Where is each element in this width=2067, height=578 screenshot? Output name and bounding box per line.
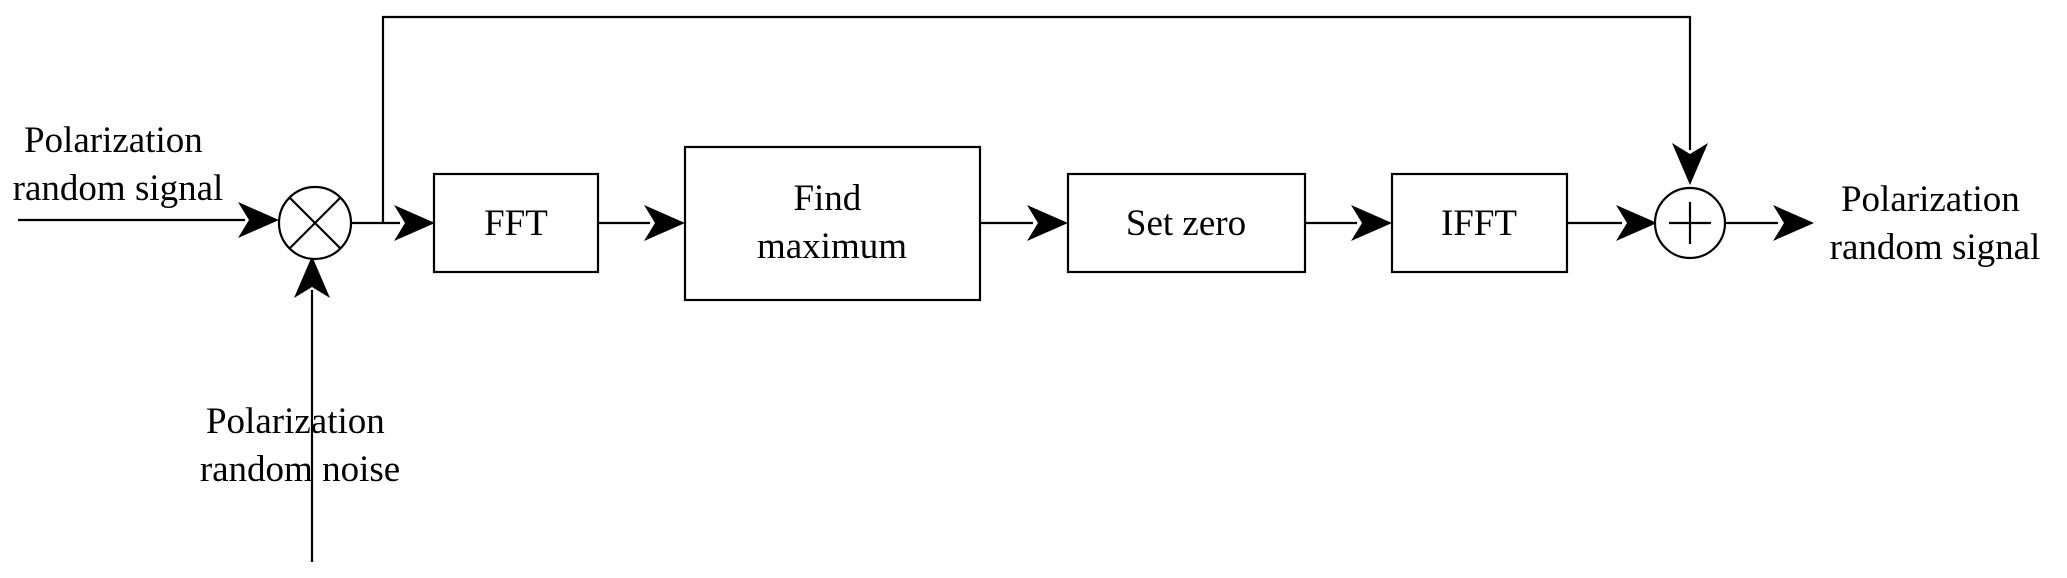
output-signal-label: Polarization random signal: [1830, 179, 2041, 268]
fft-block: FFT: [432, 172, 600, 274]
fft-block-frame: [432, 172, 600, 274]
setzero-input-arrowhead: [1027, 205, 1068, 241]
find-maximum-block-label: Find maximum: [757, 178, 907, 267]
multiplier-node: [277, 185, 353, 261]
set-zero-block-label: Set zero: [1126, 203, 1246, 244]
set-zero-label-line-1: Set zero: [1126, 203, 1246, 244]
ifft-block: IFFT: [1390, 172, 1569, 274]
find-input-arrowhead: [644, 205, 685, 241]
set-zero-block-frame: [1066, 172, 1307, 274]
fft-block-label: FFT: [484, 203, 548, 244]
input-noise-label-line-2: random noise: [200, 449, 400, 490]
fft-label-line-1: FFT: [484, 203, 548, 244]
find-maximum-label-line-1: Find: [793, 178, 861, 219]
input-signal-label-line-2: random signal: [13, 168, 224, 209]
input-noise-label-line-1: Polarization: [206, 401, 385, 442]
multiplier-cross-stroke-2: [289, 197, 341, 249]
find-maximum-block: Find maximum: [683, 145, 982, 302]
find-maximum-label-line-2: maximum: [757, 226, 907, 267]
input-signal-label-line-1: Polarization: [24, 120, 203, 161]
bypass-line: [381, 15, 1692, 223]
input-noise-label: Polarization random noise: [200, 401, 400, 490]
input-signal-arrowhead: [238, 202, 279, 238]
find-maximum-block-frame: [683, 145, 982, 302]
fft-input-arrowhead: [394, 205, 435, 241]
ifft-block-label: IFFT: [1441, 203, 1517, 244]
ifft-label-line-1: IFFT: [1441, 203, 1517, 244]
ifft-block-frame: [1390, 172, 1569, 274]
set-zero-block: Set zero: [1066, 172, 1307, 274]
ifft-input-arrowhead: [1351, 205, 1392, 241]
output-arrowhead: [1773, 205, 1814, 241]
adder-node: [1653, 186, 1727, 260]
input-signal-label: Polarization random signal: [13, 120, 224, 209]
output-signal-label-line-1: Polarization: [1841, 179, 2020, 220]
input-noise-arrowhead: [294, 256, 330, 298]
output-signal-label-line-2: random signal: [1830, 227, 2041, 268]
adder-input-arrowhead: [1616, 205, 1657, 241]
adder-top-arrowhead: [1672, 143, 1708, 185]
